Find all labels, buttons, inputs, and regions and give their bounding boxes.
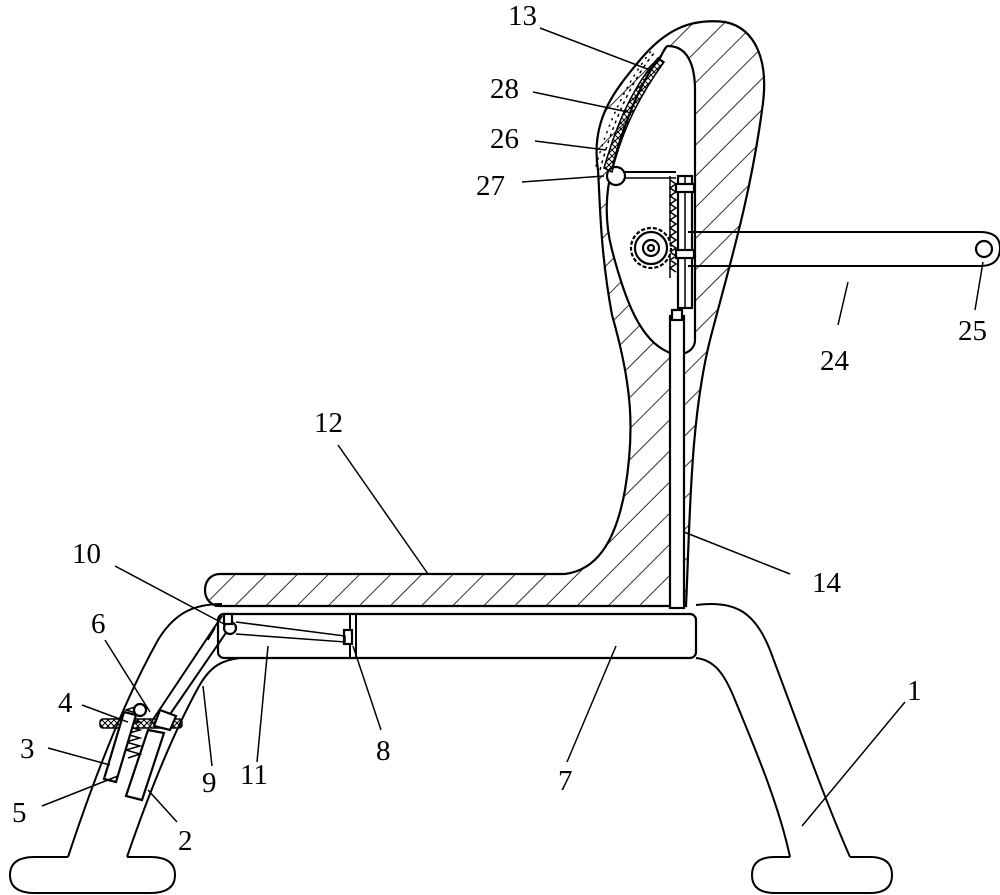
label-28: 28 <box>490 73 519 105</box>
headrest-mechanism <box>595 49 696 310</box>
label-3: 3 <box>20 733 35 765</box>
label-27: 27 <box>476 170 505 202</box>
handle-arm <box>688 231 1000 267</box>
label-2: 2 <box>178 825 193 857</box>
label-5: 5 <box>12 797 27 829</box>
label-13: 13 <box>508 0 537 32</box>
label-12: 12 <box>314 407 343 439</box>
seat-frame <box>215 605 698 660</box>
label-8: 8 <box>376 735 391 767</box>
label-7: 7 <box>558 765 573 797</box>
label-11: 11 <box>240 759 268 791</box>
label-10: 10 <box>72 538 101 570</box>
part-labels: 13 28 26 27 24 25 12 10 14 6 4 1 3 9 11 … <box>12 0 987 857</box>
leader-lines <box>41 27 984 827</box>
support-rod <box>668 308 686 610</box>
label-1: 1 <box>907 675 922 707</box>
label-4: 4 <box>58 687 73 719</box>
label-24: 24 <box>820 345 850 377</box>
label-25: 25 <box>958 315 987 347</box>
label-9: 9 <box>202 767 217 799</box>
label-6: 6 <box>91 608 106 640</box>
label-14: 14 <box>812 567 842 599</box>
base-frame <box>8 603 894 894</box>
label-26: 26 <box>490 123 519 155</box>
front-linkage <box>99 612 346 802</box>
